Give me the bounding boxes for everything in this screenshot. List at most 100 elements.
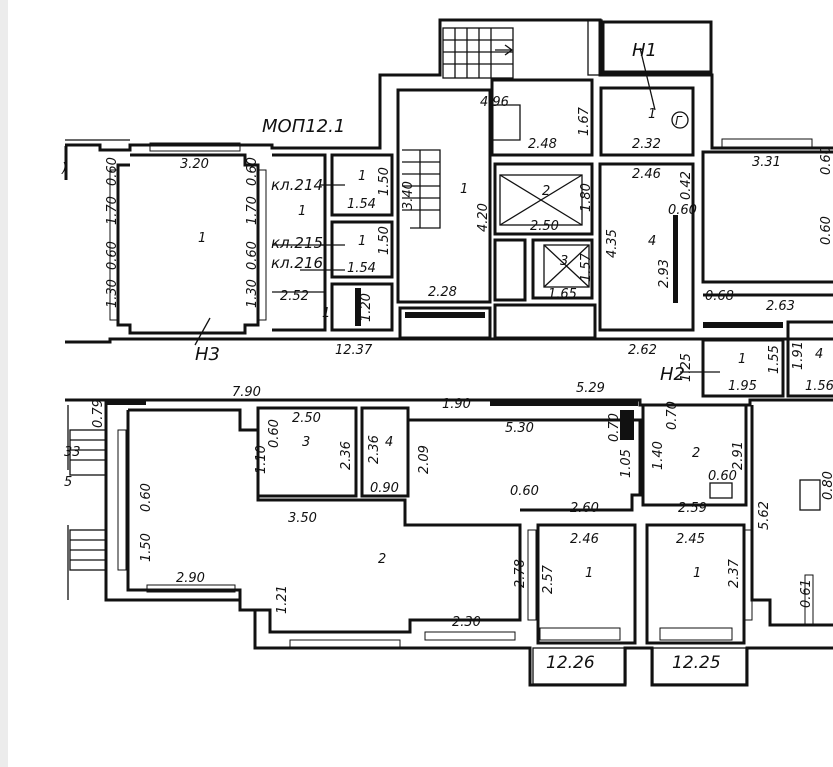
dimension: 2.28 xyxy=(428,285,457,300)
elevators xyxy=(493,162,594,302)
room-number: 4 xyxy=(385,435,393,450)
dimension: 3.40 xyxy=(401,181,416,210)
room-number: 1 xyxy=(585,566,593,581)
room-number: 1 xyxy=(460,182,468,197)
room-top-middle xyxy=(490,20,713,157)
dimension: 1.70 xyxy=(245,196,260,225)
dimension: 0.68 xyxy=(705,289,734,304)
dimension: 2.32 xyxy=(632,137,661,152)
room-number: 1 xyxy=(738,352,746,367)
dimension: 1.40 xyxy=(651,441,666,470)
room-number: 3 xyxy=(560,254,568,269)
balcony-boxes xyxy=(532,647,747,685)
room-number: 1 xyxy=(358,234,366,249)
dimension: 33 xyxy=(64,445,81,460)
dimension: 0.70 xyxy=(665,401,680,430)
dimension: 0.60 xyxy=(105,157,120,186)
label-kl215: кл.215 xyxy=(271,234,323,252)
dimension: 1.50 xyxy=(377,167,392,196)
dimension: 2.09 xyxy=(417,445,432,474)
label-g: Г xyxy=(675,114,683,128)
dimension: 1.21 xyxy=(275,585,290,614)
dimension: 12.26 xyxy=(546,653,595,673)
dimension-fragment: ) xyxy=(61,161,67,176)
label-n1: Н1 xyxy=(632,40,657,61)
label-kl216: кл.216 xyxy=(271,254,323,272)
room-lower-right-2 xyxy=(620,403,748,507)
dimension: 2.52 xyxy=(280,289,309,304)
room-number: 2 xyxy=(542,184,550,199)
dimension: 1.95 xyxy=(728,379,757,394)
dimension: 1.80 xyxy=(579,183,594,212)
room-number: 1 xyxy=(358,169,366,184)
dimension: 2.63 xyxy=(766,299,795,314)
dimension: 0.60 xyxy=(510,484,539,499)
room-number: 1 xyxy=(322,306,330,321)
area-labels: МОП12.1 Н1 Н3 Н2 кл.214 кл.215 кл.216 Г xyxy=(195,40,689,385)
dimension: 1.30 xyxy=(245,279,260,308)
dimension: 2.46 xyxy=(570,532,599,547)
room-number: 1 xyxy=(198,231,206,246)
room-number: 4 xyxy=(815,347,823,362)
dimension: 1.54 xyxy=(347,261,376,276)
dimension: 2.46 xyxy=(632,167,661,182)
dimension: 0.60 xyxy=(105,241,120,270)
dimension: 3.50 xyxy=(288,511,317,526)
dimension: 3.31 xyxy=(752,155,781,170)
room-number: 1 xyxy=(693,566,701,581)
dimension: 5.30 xyxy=(505,421,534,436)
dimension: 1.20 xyxy=(359,293,374,322)
dimension: 0.70 xyxy=(607,413,622,442)
dimension: 2.91 xyxy=(731,441,746,470)
dimension: 1.30 xyxy=(105,279,120,308)
dimension: 1.57 xyxy=(579,252,594,282)
dimension: 2.50 xyxy=(292,411,321,426)
dimension: 0.42 xyxy=(679,171,694,200)
label-kl214: кл.214 xyxy=(271,176,323,194)
dimension: 1.56 xyxy=(805,379,833,394)
label-n2: Н2 xyxy=(660,364,685,385)
room-lower-1a xyxy=(527,523,637,645)
dimension: 1.54 xyxy=(347,197,376,212)
room-upper-left xyxy=(109,142,267,335)
room-number: 1 xyxy=(648,107,656,122)
dimension: 1.91 xyxy=(791,341,806,370)
left-stairs xyxy=(69,429,107,571)
dimension: 1.90 xyxy=(442,397,471,412)
dimension: 5.62 xyxy=(757,501,772,530)
dimension: 0.60 xyxy=(245,241,260,270)
room-lower-3-4 xyxy=(256,406,642,512)
room-upper-right xyxy=(701,138,833,398)
dimension: 0.60 xyxy=(819,216,833,245)
dimension: 2.50 xyxy=(530,219,559,234)
dimension: 4.20 xyxy=(476,203,491,232)
dimension: 5.29 xyxy=(576,381,605,396)
room-number: 3 xyxy=(302,435,310,450)
room-number: 2 xyxy=(378,552,386,567)
label-n3: Н3 xyxy=(195,344,220,365)
dimension: 2.36 xyxy=(339,441,354,470)
dimension: 12.25 xyxy=(672,653,721,673)
dimension: 1.50 xyxy=(377,226,392,255)
page-edge xyxy=(0,0,8,767)
corridor-strip xyxy=(398,303,597,340)
dimension: 2.30 xyxy=(452,615,481,630)
dimension-labels: 3.20 0.60 1.70 0.60 1.30 0.60 1.70 0.60 … xyxy=(61,95,833,673)
dimension: 4.96 xyxy=(480,95,509,110)
dimension: 7.90 xyxy=(232,385,261,400)
dimension: 0.60 xyxy=(139,483,154,512)
room-number: 4 xyxy=(648,234,656,249)
dimension: 2.78 xyxy=(513,559,528,588)
dimension: 5 xyxy=(64,475,72,490)
dimension: 0.60 xyxy=(819,146,833,175)
dimension: 1.25 xyxy=(679,353,694,382)
label-mop: МОП12.1 xyxy=(262,116,345,137)
dimension: 0.60 xyxy=(708,469,737,484)
dimension: 2.59 xyxy=(678,501,707,516)
room-lower-big xyxy=(117,408,522,649)
room-upper-4 xyxy=(598,162,695,332)
dimension: 2.57 xyxy=(541,564,556,594)
room-lower-1b xyxy=(645,523,753,645)
dimension: 0.80 xyxy=(821,471,833,500)
